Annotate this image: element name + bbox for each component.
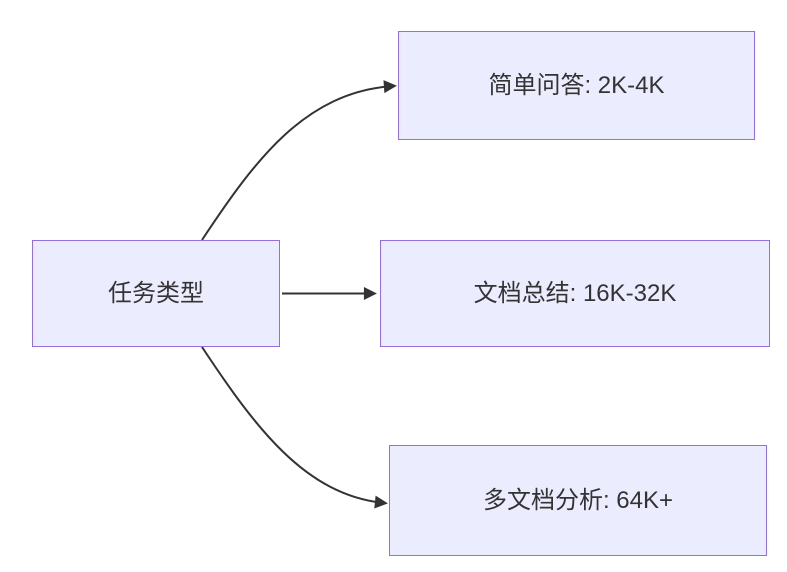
node-simple-qa-label: 简单问答: 2K-4K [488, 71, 665, 99]
arrow-task-type-to-multi-doc-analysis [201, 346, 388, 509]
node-task-type: 任务类型 [32, 240, 280, 347]
node-multi-doc-analysis: 多文档分析: 64K+ [389, 445, 767, 556]
arrow-task-type-to-simple-qa [201, 80, 397, 241]
node-multi-doc-analysis-label: 多文档分析: 64K+ [482, 486, 674, 514]
node-simple-qa: 简单问答: 2K-4K [398, 31, 755, 140]
node-doc-summary: 文档总结: 16K-32K [380, 240, 770, 347]
node-doc-summary-label: 文档总结: 16K-32K [473, 279, 677, 307]
node-task-type-label: 任务类型 [108, 279, 204, 307]
